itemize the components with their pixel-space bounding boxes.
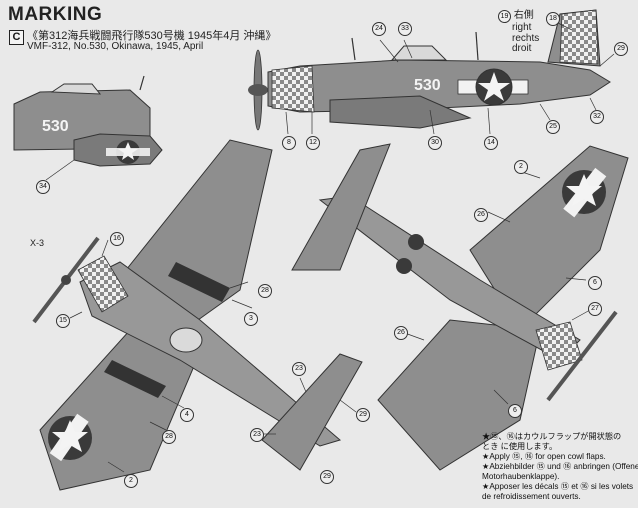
side-label-fr: droit — [512, 43, 532, 54]
callout-2a: 2 — [124, 474, 138, 488]
aircraft-number-side: 530 — [414, 77, 441, 94]
callout-16: 16 — [110, 232, 124, 246]
callout-26a: 26 — [474, 208, 488, 222]
checkered-cowl — [271, 65, 315, 113]
canopy — [390, 45, 448, 61]
callout-29b: 29 — [356, 408, 370, 422]
side-label-en: right — [512, 22, 532, 33]
callout-12: 12 — [306, 136, 320, 150]
propeller-hub — [248, 84, 268, 96]
wing-side — [329, 95, 472, 129]
checkered-rudder — [559, 9, 599, 65]
callout-19: 19 — [498, 10, 511, 23]
subtitle-english: VMF-312, No.530, Okinawa, 1945, April — [27, 41, 204, 52]
callout-28a: 28 — [258, 284, 272, 298]
canopy-top — [169, 327, 203, 353]
note-line: とき に使用します。 — [482, 442, 558, 451]
callout-15: 15 — [56, 314, 70, 328]
bottom-view — [291, 143, 629, 471]
tailplane-top — [261, 353, 363, 471]
callout-29c: 29 — [320, 470, 334, 484]
id-stripe-1 — [168, 262, 230, 302]
callout-23b: 23 — [250, 428, 264, 442]
note-line: ★Abziehbilder ⑮ und ⑯ anbringen (Offene — [482, 462, 638, 471]
section-badge: C — [9, 30, 24, 45]
note-line: de refroidissement ouverts. — [482, 492, 581, 501]
callout-4: 4 — [180, 408, 194, 422]
subtitle-japanese: 《第312海兵戦闘飛行隊530号機 1945年4月 沖縄》 — [27, 30, 277, 42]
side-label: 19 右側 right rechts droit — [498, 10, 539, 55]
application-notes: ★⑮、⑯はカウルフラップが開状態の とき に使用します。 ★Apply ⑮, ⑯… — [482, 432, 638, 502]
side-label-jp: 右側 — [513, 10, 534, 21]
note-line: ★Apply ⑮, ⑯ for open cowl flaps. — [482, 452, 606, 461]
callout-3: 3 — [244, 312, 258, 326]
note-line: ★Apposer les décals ⑮ et ⑯ si les volets — [482, 482, 634, 491]
callout-26b: 26 — [394, 326, 408, 340]
partial-side-view — [13, 75, 163, 167]
callout-29a: 29 — [614, 42, 628, 56]
callout-25: 25 — [546, 120, 560, 134]
callout-28b: 28 — [162, 430, 176, 444]
callout-8: 8 — [282, 136, 296, 150]
aircraft-number-partial: 530 — [42, 118, 69, 135]
note-line: ★⑮、⑯はカウルフラップが開状態の — [482, 432, 622, 441]
callout-23a: 23 — [292, 362, 306, 376]
callout-6a: 6 — [588, 276, 602, 290]
side-profile — [248, 9, 611, 131]
callout-33: 33 — [398, 22, 412, 36]
label-x3: X-3 — [30, 238, 45, 248]
callout-14: 14 — [484, 136, 498, 150]
fuselage-top — [79, 261, 342, 447]
callout-24: 24 — [372, 22, 386, 36]
callout-18: 18 — [546, 12, 560, 26]
checkered-cowl-top — [77, 255, 129, 313]
callout-34: 34 — [36, 180, 50, 194]
page-title: MARKING — [8, 4, 103, 25]
callout-6b: 6 — [508, 404, 522, 418]
note-line: Motorhaubenklappe). — [482, 472, 560, 481]
callout-27: 27 — [588, 302, 602, 316]
id-stripe-2 — [104, 360, 166, 398]
leader-lines — [45, 21, 615, 473]
side-label-de: rechts — [512, 32, 540, 44]
callout-2b: 2 — [514, 160, 528, 174]
top-view — [32, 139, 363, 491]
callout-30: 30 — [428, 136, 442, 150]
callout-32: 32 — [590, 110, 604, 124]
roundel-star — [478, 72, 510, 101]
